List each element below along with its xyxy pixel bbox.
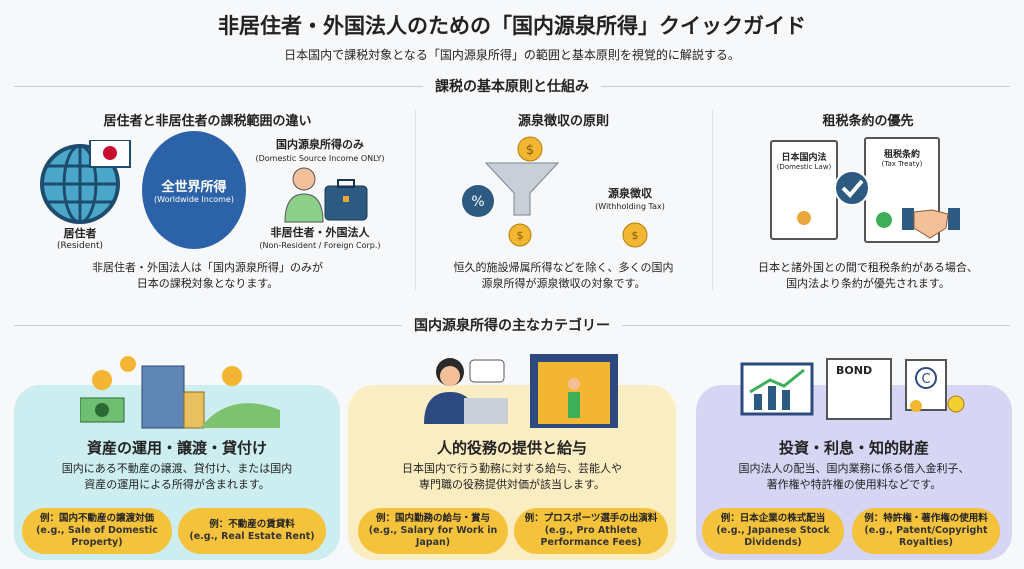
example-pill: 例：不動産の賃貸料(e.g., Real Estate Rent): [178, 508, 326, 554]
card-title: 投資・利息・知的財産: [778, 439, 929, 457]
card-description: 日本国内で行う勤務に対する給与、芸能人や専門職の役務提供対価が該当します。: [402, 462, 622, 491]
page-title: 非居住者・外国法人のための「国内源泉所得」クイックガイド: [218, 14, 806, 38]
col2-heading: 源泉徴収の原則: [517, 114, 609, 129]
svg-text:C: C: [921, 372, 930, 387]
card-title: 人的役務の提供と給与: [436, 439, 587, 457]
example-pill: 例：国内不動産の譲渡対価(e.g., Sale of Domestic Prop…: [22, 508, 172, 554]
svg-text:$: $: [632, 229, 639, 242]
nonresident-label: 非居住者・外国法人: [270, 226, 370, 239]
withholding-label: 源泉徴収: [608, 187, 652, 200]
globe-icon: [40, 140, 131, 224]
resident-label: 居住者: [63, 227, 97, 240]
resident-en: (Resident): [56, 241, 104, 251]
category-card-services: 人的役務の提供と給与 日本国内で行う勤務に対する給与、芸能人や専門職の役務提供対…: [348, 385, 676, 560]
funnel-coins-icon: $ % $: [462, 136, 560, 247]
worker-performer-illustration: [424, 354, 618, 428]
divider: [712, 110, 713, 290]
example-pill: 例：国内勤務の給与・賞与(e.g., Salary for Work in Ja…: [358, 508, 508, 554]
section-header-principles: 課税の基本原則と仕組み: [0, 76, 1024, 96]
section-title: 国内源泉所得の主なカテゴリー: [414, 318, 610, 334]
worldwide-income-circle: 全世界所得 (Worldwide Income): [142, 131, 246, 249]
seal-icon: [797, 211, 811, 225]
section-header-categories: 国内源泉所得の主なカテゴリー: [0, 315, 1024, 335]
checkmark-icon: [834, 170, 870, 206]
col1-heading: 居住者と非居住者の課税範囲の違い: [103, 114, 312, 129]
real-estate-illustration: [80, 356, 280, 429]
coin-icon: $: [622, 222, 648, 248]
card-description: 国内法人の配当、国内業務に係る借入金利子、著作権や特許権の使用料などです。: [738, 462, 970, 491]
handshake-icon: [902, 208, 960, 239]
seal-icon: [876, 212, 892, 228]
svg-text:$: $: [517, 229, 524, 242]
domestic-only-label: 国内源泉所得のみ: [276, 138, 364, 151]
page-subtitle: 日本国内で課税対象となる「国内源泉所得」の範囲と基本原則を視覚的に解説する。: [284, 48, 740, 62]
nonresident-en: (Non-Resident / Foreign Corp.): [259, 241, 381, 250]
svg-text:$: $: [526, 143, 534, 158]
example-pill: 例：プロスポーツ選手の出演料(e.g., Pro Athlete Perform…: [514, 508, 668, 554]
card-description: 国内にある不動産の譲渡、貸付け、または国内資産の運用による所得が含まれます。: [61, 462, 293, 491]
col1-caption: 非居住者・外国法人は「国内源泉所得」のみが日本の課税対象となります。: [92, 261, 323, 290]
card-title: 資産の運用・譲渡・貸付け: [86, 439, 267, 457]
person-briefcase-icon: [284, 167, 368, 223]
col2-caption: 恒久的施設帰属所得などを除く、多くの国内源泉所得が源泉徴収の対象です。: [453, 261, 674, 290]
col3-heading: 租税条約の優先: [822, 114, 914, 129]
category-card-assets: 資産の運用・譲渡・貸付け 国内にある不動産の譲渡、貸付け、または国内資産の運用に…: [14, 385, 340, 560]
copyright-certificate-icon: C: [905, 359, 965, 413]
worldwide-label: 全世界所得: [161, 180, 227, 195]
example-pill: 例：日本企業の株式配当(e.g., Japanese Stock Dividen…: [702, 508, 844, 554]
domestic-only-en: (Domestic Source Income ONLY): [255, 154, 385, 163]
col3-caption: 日本と諸外国との間で租税条約がある場合、国内法より条約が優先されます。: [758, 261, 978, 290]
divider: [415, 110, 416, 290]
withholding-en: (Withholding Tax): [595, 202, 665, 211]
svg-text:%: %: [471, 194, 484, 210]
example-pill: 例：特許権・著作権の使用料(e.g., Patent/Copyright Roy…: [852, 508, 1000, 554]
section-title: 課税の基本原則と仕組み: [435, 79, 589, 95]
domestic-law-document: 日本国内法 (Domestic Law): [770, 140, 838, 240]
bond-document: BOND: [826, 358, 892, 420]
chart-monitor-icon: [740, 362, 814, 416]
worldwide-en: (Worldwide Income): [154, 195, 234, 204]
